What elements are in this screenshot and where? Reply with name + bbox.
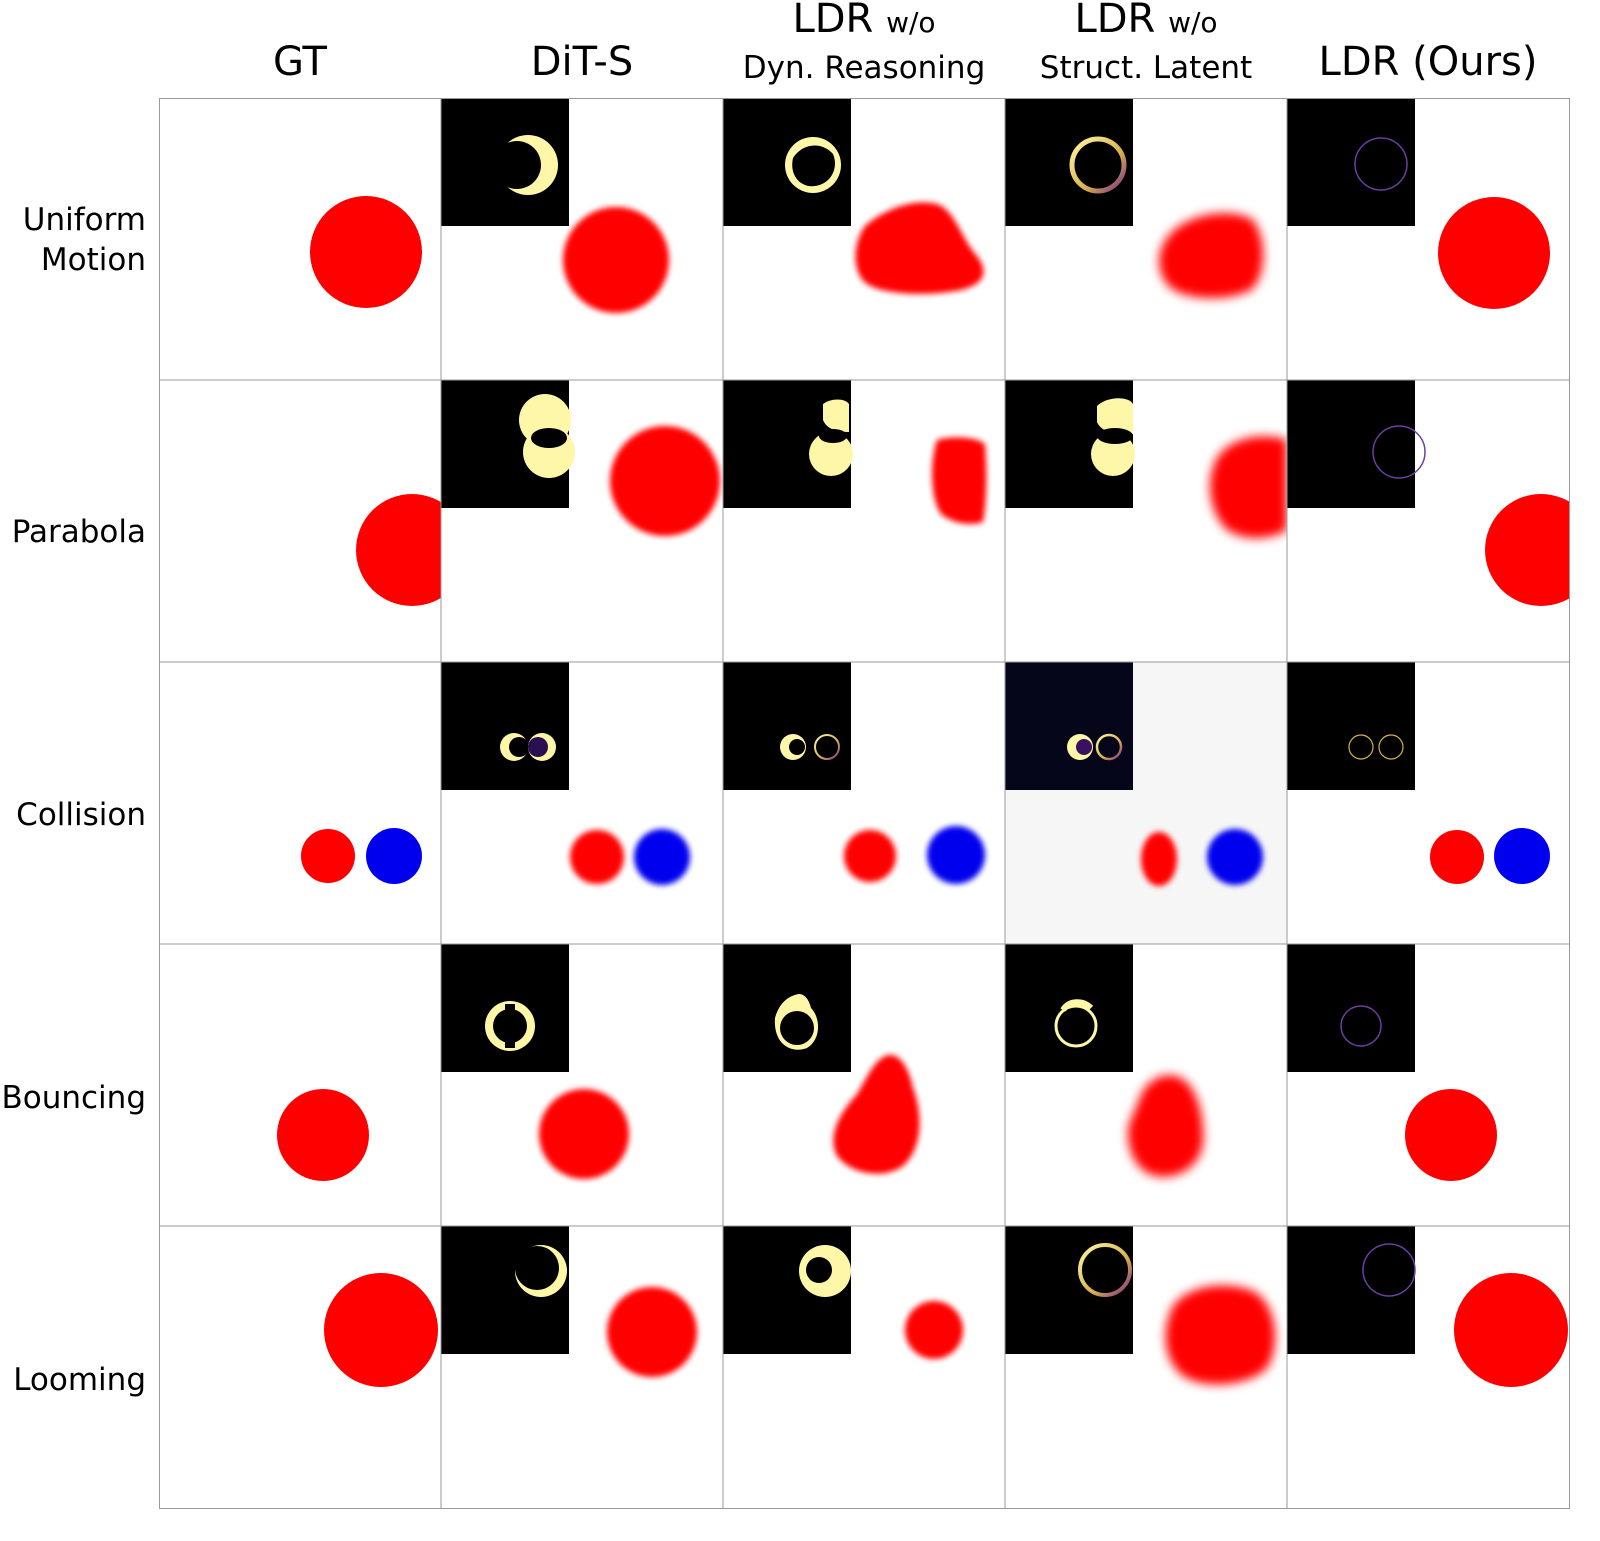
cell-parabola-gt — [159, 380, 441, 662]
red-ball — [301, 829, 355, 883]
red-ball — [844, 830, 896, 882]
row-label-uniform-motion: Uniform Motion — [22, 202, 146, 278]
column-title: GT — [272, 39, 327, 85]
cell-uniform-motion-ldr-ours — [1287, 98, 1569, 380]
cell-bouncing-ldr-wo-dyn — [723, 944, 1005, 1226]
column-title: LDR (Ours) — [1318, 39, 1538, 85]
cell-looming-ldr-wo-struct — [1005, 1226, 1287, 1508]
red-blob — [1128, 1075, 1204, 1177]
column-header-dit-s: DiT-S — [441, 0, 723, 96]
red-blob — [855, 202, 984, 294]
error-map-inset — [1287, 1226, 1415, 1354]
error-map-inset — [441, 662, 569, 790]
column-subtitle: Struct. Latent — [1039, 50, 1253, 86]
cell-uniform-motion-ldr-wo-dyn — [723, 98, 1005, 380]
error-ring — [1095, 733, 1123, 761]
row-label-looming: Looming — [13, 1362, 146, 1398]
error-ring-faint — [1354, 137, 1408, 191]
error-blob-lower — [809, 432, 853, 476]
row-label-parabola: Parabola — [11, 514, 146, 550]
column-header-ldr-wo-dyn-reasoning: LDR w/o Dyn. Reasoning — [723, 0, 1005, 96]
error-ring-faint — [1362, 1243, 1416, 1297]
cell-uniform-motion-ldr-wo-struct — [1005, 98, 1287, 380]
red-blob — [932, 437, 987, 524]
cell-collision-gt — [159, 662, 441, 944]
red-blob — [1165, 1285, 1276, 1385]
red-blob — [1159, 213, 1264, 299]
red-ball — [1454, 1273, 1568, 1387]
blue-ball — [366, 828, 422, 884]
red-ball — [905, 1301, 963, 1359]
cell-bouncing-ldr-ours — [1287, 944, 1569, 1226]
column-title: DiT-S — [530, 39, 634, 85]
error-ring — [1054, 1004, 1098, 1048]
blue-ball — [1207, 829, 1263, 885]
error-map-inset — [723, 662, 851, 790]
cell-looming-dit-s — [441, 1226, 723, 1508]
error-map-inset — [1005, 98, 1133, 226]
cell-looming-ldr-wo-dyn — [723, 1226, 1005, 1508]
grid-lines — [159, 98, 1570, 1509]
error-blob-upper — [823, 399, 849, 432]
cell-collision-ldr-ours — [1287, 662, 1569, 944]
error-blob-lower — [1091, 432, 1135, 476]
red-ball — [1430, 830, 1484, 884]
error-map-inset — [1287, 662, 1415, 790]
red-ball — [324, 1273, 438, 1387]
row-label-collision: Collision — [16, 797, 146, 833]
red-blob — [1141, 832, 1177, 886]
red-ball — [563, 207, 669, 313]
error-blob-upper — [1097, 398, 1133, 435]
error-ring-faint — [1378, 734, 1404, 760]
red-ball — [1485, 494, 1569, 606]
cell-parabola-dit-s — [441, 380, 723, 662]
error-ring — [1078, 1243, 1132, 1297]
cell-bouncing-dit-s — [441, 944, 723, 1226]
error-ring-faint — [1340, 1005, 1382, 1047]
cell-bouncing-gt — [159, 944, 441, 1226]
cell-collision-ldr-wo-dyn — [723, 662, 1005, 944]
red-ball — [356, 494, 441, 606]
column-header-gt: GT — [159, 0, 441, 96]
cell-uniform-motion-dit-s — [441, 98, 723, 380]
blue-ball — [1494, 828, 1550, 884]
cell-parabola-ldr-ours — [1287, 380, 1569, 662]
error-ring-faint — [1372, 425, 1426, 479]
row-label-bouncing: Bouncing — [1, 1080, 146, 1116]
error-map-inset — [1005, 662, 1133, 790]
cell-looming-gt — [159, 1226, 441, 1508]
cell-parabola-ldr-wo-dyn — [723, 380, 1005, 662]
error-ring-faint — [1348, 734, 1374, 760]
error-map-inset — [1287, 380, 1415, 508]
red-ball — [610, 426, 720, 536]
red-ball — [1405, 1089, 1497, 1181]
cell-looming-ldr-ours — [1287, 1226, 1569, 1508]
error-ring — [1069, 136, 1127, 194]
column-header-ldr-wo-struct-latent: LDR w/o Struct. Latent — [1005, 0, 1287, 96]
error-map-inset — [1287, 98, 1415, 226]
cell-uniform-motion-gt — [159, 98, 441, 380]
red-ball — [607, 1287, 697, 1377]
column-title: LDR w/o — [792, 0, 936, 42]
red-ball — [539, 1089, 629, 1179]
blue-ball — [927, 826, 985, 884]
cell-parabola-ldr-wo-struct — [1005, 380, 1287, 662]
column-subtitle: Dyn. Reasoning — [742, 50, 986, 86]
red-ball — [570, 830, 624, 884]
results-grid — [159, 98, 1570, 1509]
red-ball — [277, 1089, 369, 1181]
column-header-ldr-ours: LDR (Ours) — [1287, 0, 1569, 96]
red-blob — [833, 1054, 920, 1174]
error-ring — [814, 734, 840, 760]
column-title: LDR w/o — [1074, 0, 1218, 42]
cell-bouncing-ldr-wo-struct — [1005, 944, 1287, 1226]
red-blob — [1210, 436, 1287, 538]
red-ball — [310, 196, 422, 308]
cell-collision-dit-s — [441, 662, 723, 944]
blue-ball — [634, 829, 690, 885]
cell-collision-ldr-wo-struct — [1005, 662, 1287, 944]
red-ball — [1438, 197, 1550, 309]
